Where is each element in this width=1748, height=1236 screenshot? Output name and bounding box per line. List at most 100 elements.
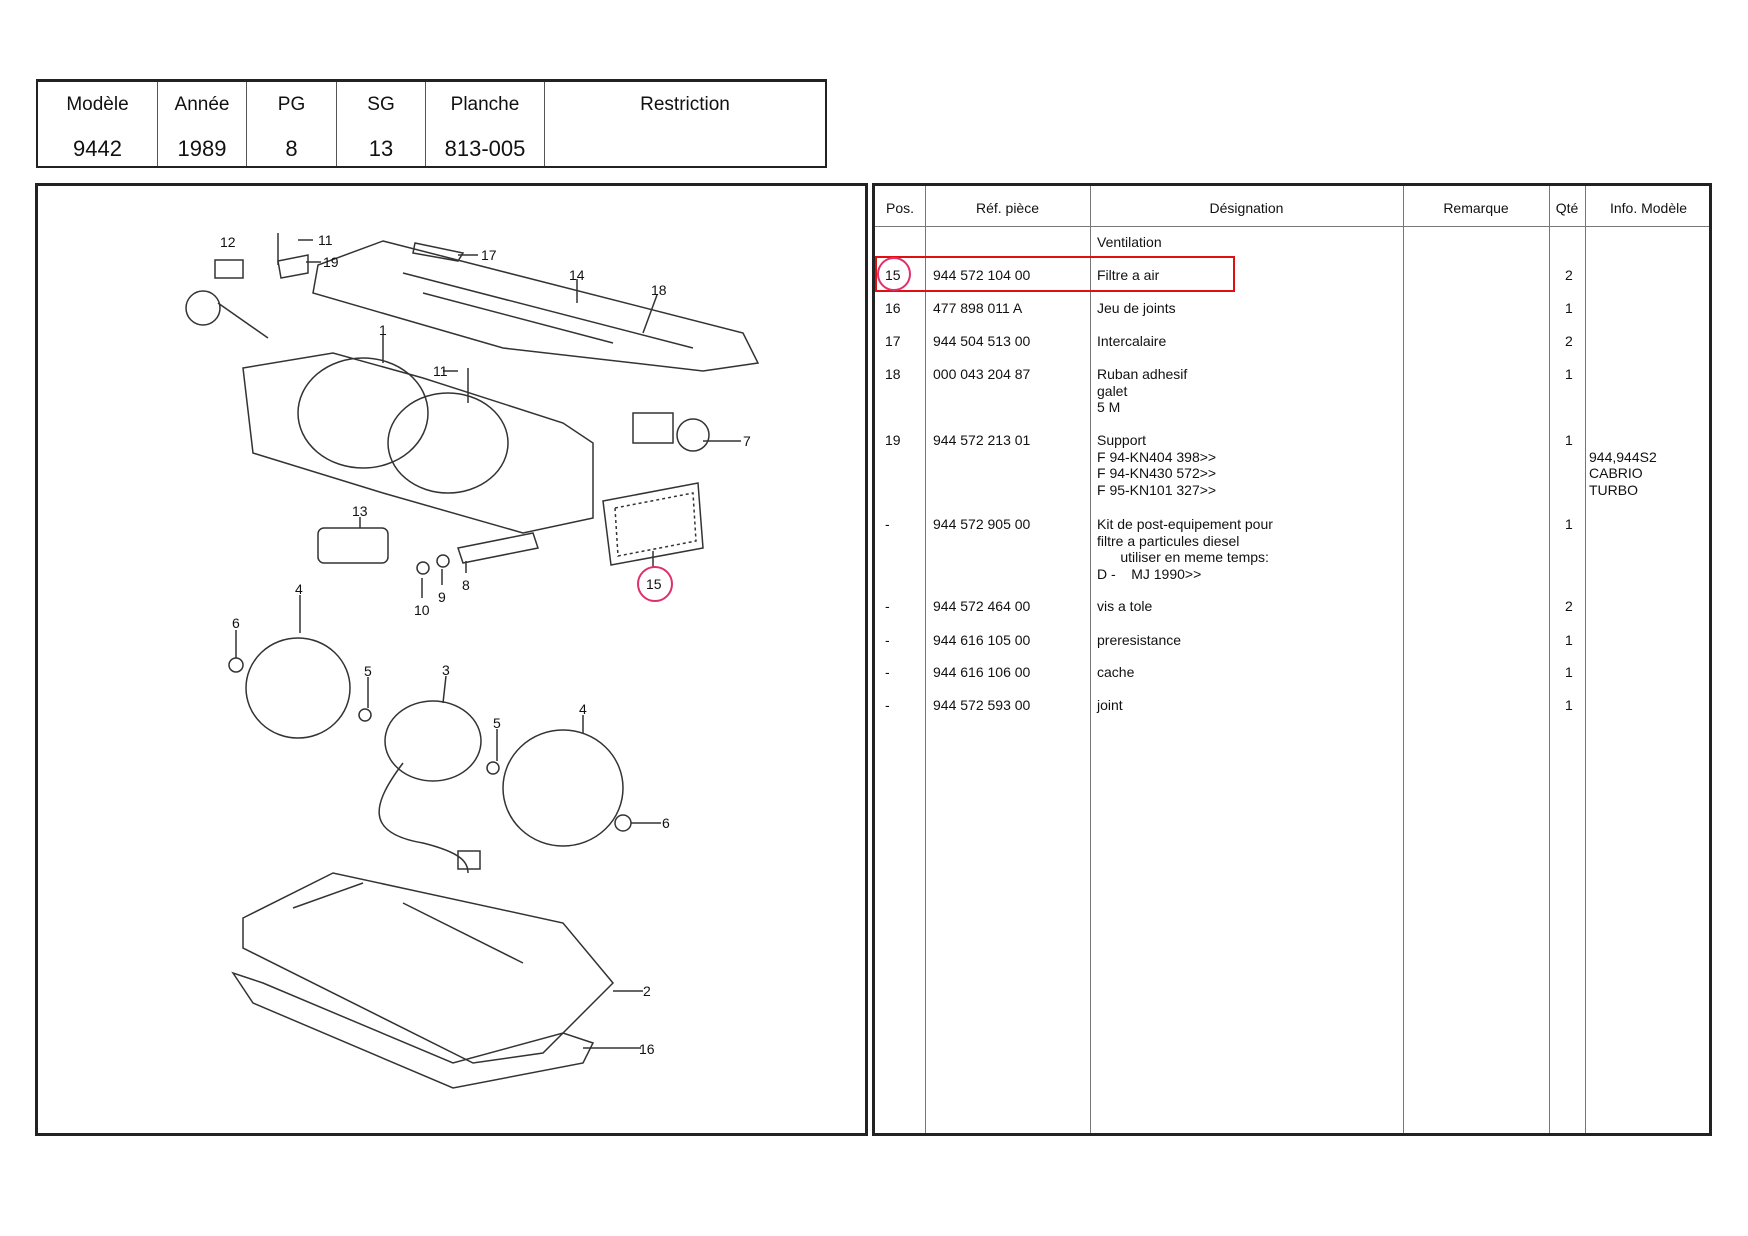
cell-qte: 1 bbox=[1565, 516, 1573, 532]
highlight-circle-part-15 bbox=[637, 566, 673, 602]
spacer-part-17 bbox=[412, 242, 465, 262]
diagram-drawing: 12 11 19 17 14 18 1 11 7 13 10 9 8 15 4 … bbox=[185, 232, 760, 1089]
cell-ref: 944 616 106 00 bbox=[933, 664, 1031, 680]
callout-8: 8 bbox=[462, 577, 470, 593]
resistor-part-7 bbox=[632, 412, 674, 444]
cell-pos: - bbox=[885, 664, 890, 680]
col-designation bbox=[1090, 186, 1404, 1133]
blower-housing-part-1 bbox=[242, 352, 594, 534]
cell-ref: 944 572 593 00 bbox=[933, 697, 1031, 713]
cell-designation: Jeu de joints bbox=[1097, 300, 1176, 316]
header-divider bbox=[875, 226, 1709, 227]
callout-5: 5 bbox=[364, 663, 372, 679]
cell-qte: 2 bbox=[1565, 598, 1573, 614]
cell-pos: 17 bbox=[885, 333, 901, 349]
motor-cable bbox=[378, 762, 469, 874]
callout-18: 18 bbox=[651, 282, 667, 298]
cell-designation: cache bbox=[1097, 664, 1135, 680]
cell-pos: - bbox=[885, 516, 890, 532]
callout-16: 16 bbox=[639, 1041, 655, 1057]
highlight-circle-pos-15 bbox=[877, 257, 911, 291]
th-remarque: Remarque bbox=[1443, 200, 1509, 216]
cell-ref: 944 572 213 01 bbox=[933, 432, 1031, 448]
cell-qte: 1 bbox=[1565, 664, 1573, 680]
air-filter-part-15 bbox=[602, 482, 704, 566]
callout-4: 4 bbox=[295, 581, 303, 597]
cell-pos: - bbox=[885, 697, 890, 713]
nut-part-6b bbox=[614, 814, 632, 832]
th-designation: Désignation bbox=[1209, 200, 1284, 216]
callout-10: 10 bbox=[414, 602, 430, 618]
cell-ref: 944 572 464 00 bbox=[933, 598, 1031, 614]
cell-ref: 944 504 513 00 bbox=[933, 333, 1031, 349]
callout-2: 2 bbox=[643, 983, 651, 999]
cell-designation: Ruban adhesif galet 5 M bbox=[1097, 366, 1188, 415]
callout-1: 1 bbox=[379, 322, 387, 338]
cell-pos: - bbox=[885, 598, 890, 614]
col-qte bbox=[1549, 186, 1586, 1133]
bracket-part-19 bbox=[277, 254, 309, 279]
cell-qte: 1 bbox=[1565, 697, 1573, 713]
callout-5b: 5 bbox=[493, 715, 501, 731]
gasket-part-16 bbox=[231, 971, 595, 1089]
fan-wheel-left bbox=[245, 637, 351, 739]
actuator-motor bbox=[185, 290, 221, 326]
callout-11: 11 bbox=[318, 232, 333, 248]
th-ref: Réf. pièce bbox=[975, 200, 1040, 216]
cell-ref: 000 043 204 87 bbox=[933, 366, 1031, 382]
cowl-ribs bbox=[402, 272, 694, 349]
parts-list-table: Pos. Réf. pièce Désignation Remarque Qté… bbox=[872, 183, 1712, 1136]
blower-motor-part-3 bbox=[384, 700, 482, 782]
highlight-box-row-15 bbox=[875, 256, 1235, 292]
callout-4b: 4 bbox=[579, 701, 587, 717]
cell-qte: 1 bbox=[1565, 432, 1573, 448]
cowl-panel bbox=[312, 240, 760, 372]
callout-11b: 11 bbox=[433, 363, 448, 379]
cell-designation: joint bbox=[1097, 697, 1123, 713]
th-info: Info. Modèle bbox=[1609, 200, 1688, 216]
cell-pos: 19 bbox=[885, 432, 901, 448]
washer-part-9 bbox=[436, 554, 450, 568]
nut-part-6 bbox=[228, 657, 244, 673]
callout-3: 3 bbox=[442, 662, 450, 678]
cell-qte: 1 bbox=[1565, 366, 1573, 382]
col-remarque bbox=[1403, 186, 1550, 1133]
cell-ref: 477 898 011 A bbox=[933, 300, 1023, 316]
cell-qte: 2 bbox=[1565, 267, 1573, 283]
callout-12: 12 bbox=[220, 234, 236, 250]
callout-15: 15 bbox=[646, 576, 662, 592]
cell-pos: - bbox=[885, 632, 890, 648]
cell-designation: Intercalaire bbox=[1097, 333, 1167, 349]
connector-part-12 bbox=[214, 259, 244, 279]
section-title: Ventilation bbox=[1097, 234, 1162, 250]
cell-designation: preresistance bbox=[1097, 632, 1182, 648]
cell-ref: 944 572 905 00 bbox=[933, 516, 1031, 532]
callout-6: 6 bbox=[232, 615, 240, 631]
th-pos: Pos. bbox=[885, 200, 914, 216]
washer-part-10 bbox=[416, 561, 430, 575]
callout-leaders bbox=[235, 239, 741, 1049]
exploded-parts-diagram: 12 11 19 17 14 18 1 11 7 13 10 9 8 15 4 … bbox=[35, 183, 868, 1136]
fan-wheel-right bbox=[502, 729, 624, 847]
callout-6b: 6 bbox=[662, 815, 670, 831]
col-ref bbox=[925, 186, 1091, 1133]
cell-pos: 18 bbox=[885, 366, 901, 382]
actuator-rod bbox=[217, 302, 269, 339]
cell-designation: Kit de post-equipement pour filtre a par… bbox=[1097, 516, 1273, 582]
part-13 bbox=[317, 527, 389, 564]
washer-part-5 bbox=[358, 708, 372, 722]
cell-designation: vis a tole bbox=[1097, 598, 1153, 614]
cell-qte: 2 bbox=[1565, 333, 1573, 349]
cell-pos: 16 bbox=[885, 300, 901, 316]
bracket-part-8 bbox=[457, 532, 539, 564]
washer-part-5b bbox=[486, 761, 500, 775]
col-pos bbox=[875, 186, 926, 1133]
header-cell-restriction: Restriction bbox=[640, 94, 730, 115]
lower-housing-part-2 bbox=[242, 872, 615, 1064]
